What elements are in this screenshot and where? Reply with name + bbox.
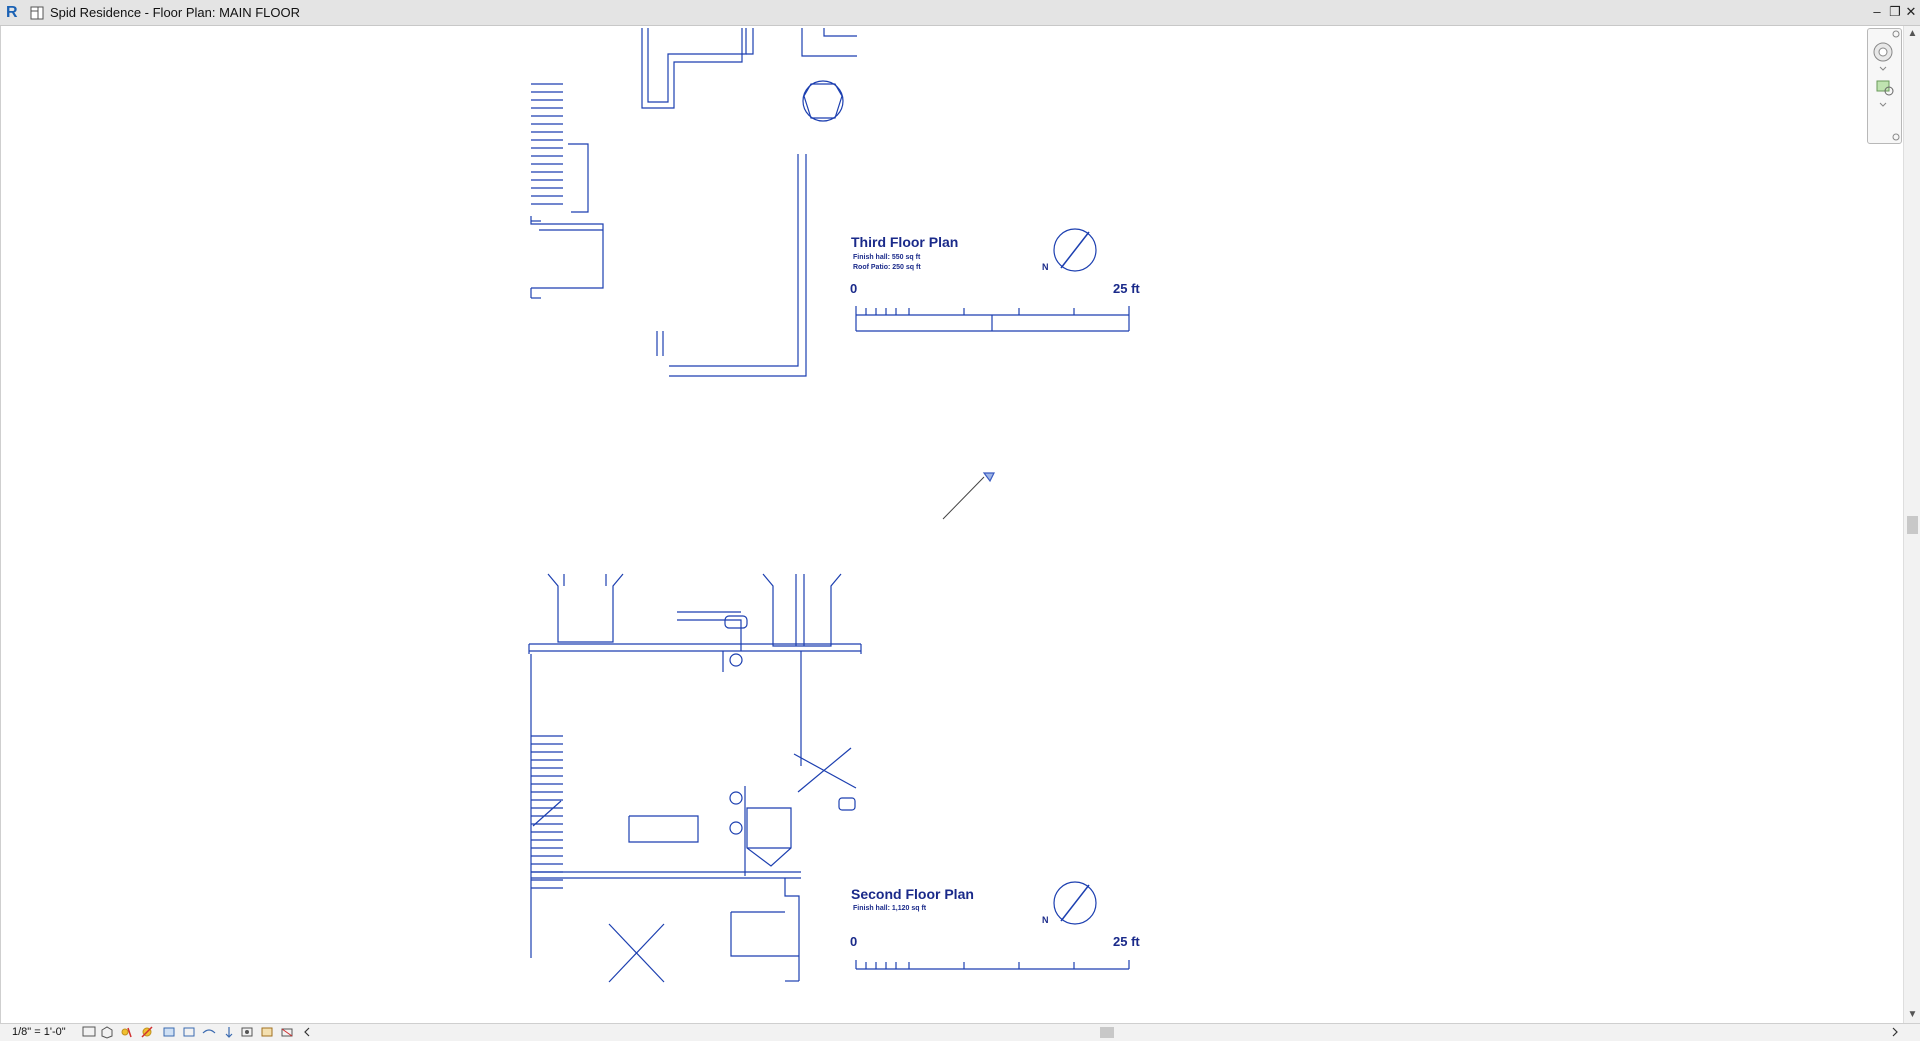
north-arrow-third bbox=[1053, 228, 1097, 272]
third-floor-roof-patio-area: Roof Patio: 250 sq ft bbox=[853, 264, 921, 271]
second-floor-title: Second Floor Plan bbox=[851, 886, 974, 902]
crop-region-visibility-icon[interactable] bbox=[182, 1025, 196, 1039]
close-icon[interactable] bbox=[1892, 30, 1900, 38]
third-scale-start: 0 bbox=[850, 281, 857, 296]
shadows-icon[interactable] bbox=[140, 1025, 154, 1039]
chevron-left-icon[interactable] bbox=[300, 1025, 314, 1039]
north-arrow-second bbox=[1053, 881, 1097, 925]
drawing-canvas[interactable]: Third Floor Plan Finish hall: 550 sq ft … bbox=[0, 26, 1903, 1023]
scale-bar-third bbox=[855, 306, 1130, 332]
zoom-region-icon[interactable] bbox=[1876, 80, 1894, 96]
view-scale[interactable]: 1/8" = 1'-0" bbox=[12, 1026, 66, 1038]
temporary-view-properties-icon[interactable] bbox=[240, 1025, 254, 1039]
third-stair bbox=[531, 83, 563, 205]
fireplace bbox=[746, 807, 792, 867]
chevron-down-icon[interactable] bbox=[1879, 102, 1887, 107]
scale-bar-second bbox=[855, 960, 1130, 970]
third-scale-end: 25 ft bbox=[1113, 281, 1140, 296]
analytical-model-icon[interactable] bbox=[260, 1025, 274, 1039]
round-table bbox=[802, 80, 844, 122]
third-floor-finish-area: Finish hall: 550 sq ft bbox=[853, 254, 921, 261]
temporary-hide-icon[interactable] bbox=[202, 1025, 216, 1039]
vertical-scroll-thumb[interactable] bbox=[1907, 516, 1918, 534]
close-button[interactable]: ✕ bbox=[1905, 4, 1917, 19]
reveal-hidden-icon[interactable] bbox=[222, 1025, 236, 1039]
window-title: Spid Residence - Floor Plan: MAIN FLOOR bbox=[50, 5, 300, 20]
second-scale-end: 25 ft bbox=[1113, 934, 1140, 949]
navigation-bar bbox=[1867, 28, 1902, 144]
steering-wheel-icon[interactable] bbox=[1873, 42, 1893, 62]
floor-plan-view-icon bbox=[30, 6, 44, 19]
crop-view-icon[interactable] bbox=[162, 1025, 176, 1039]
restore-button[interactable]: ❐ bbox=[1889, 4, 1901, 19]
minimize-button[interactable]: – bbox=[1873, 4, 1881, 19]
horizontal-scroll-thumb[interactable] bbox=[1100, 1027, 1114, 1038]
bathroom-toilet bbox=[724, 615, 748, 629]
settings-icon[interactable] bbox=[1892, 133, 1900, 141]
floor-plan-drawing: Third Floor Plan Finish hall: 550 sq ft … bbox=[528, 28, 1140, 983]
second-north-label: N bbox=[1042, 915, 1049, 925]
revit-app-icon[interactable]: R bbox=[6, 3, 18, 21]
detail-level-icon[interactable] bbox=[82, 1025, 96, 1039]
scroll-up-arrow-icon[interactable]: ▲ bbox=[1907, 28, 1918, 39]
second-stair bbox=[531, 735, 563, 889]
title-bar: R Spid Residence - Floor Plan: MAIN FLOO… bbox=[0, 0, 1920, 26]
vertical-scrollbar[interactable]: ▲ ▼ bbox=[1903, 26, 1920, 1023]
second-floor-finish-area: Finish hall: 1,120 sq ft bbox=[853, 905, 927, 912]
chevron-right-icon[interactable] bbox=[1888, 1025, 1902, 1039]
second-scale-start: 0 bbox=[850, 934, 857, 949]
third-north-label: N bbox=[1042, 262, 1049, 272]
chevron-down-icon[interactable] bbox=[1879, 66, 1887, 71]
visual-style-icon[interactable] bbox=[100, 1025, 114, 1039]
highlight-displacement-icon[interactable] bbox=[280, 1025, 294, 1039]
third-floor-title: Third Floor Plan bbox=[851, 234, 958, 250]
sun-path-icon[interactable] bbox=[118, 1025, 132, 1039]
view-control-bar: 1/8" = 1'-0" bbox=[0, 1023, 1920, 1041]
third-wall-sitting bbox=[641, 28, 743, 109]
scroll-down-arrow-icon[interactable]: ▼ bbox=[1907, 1009, 1918, 1020]
